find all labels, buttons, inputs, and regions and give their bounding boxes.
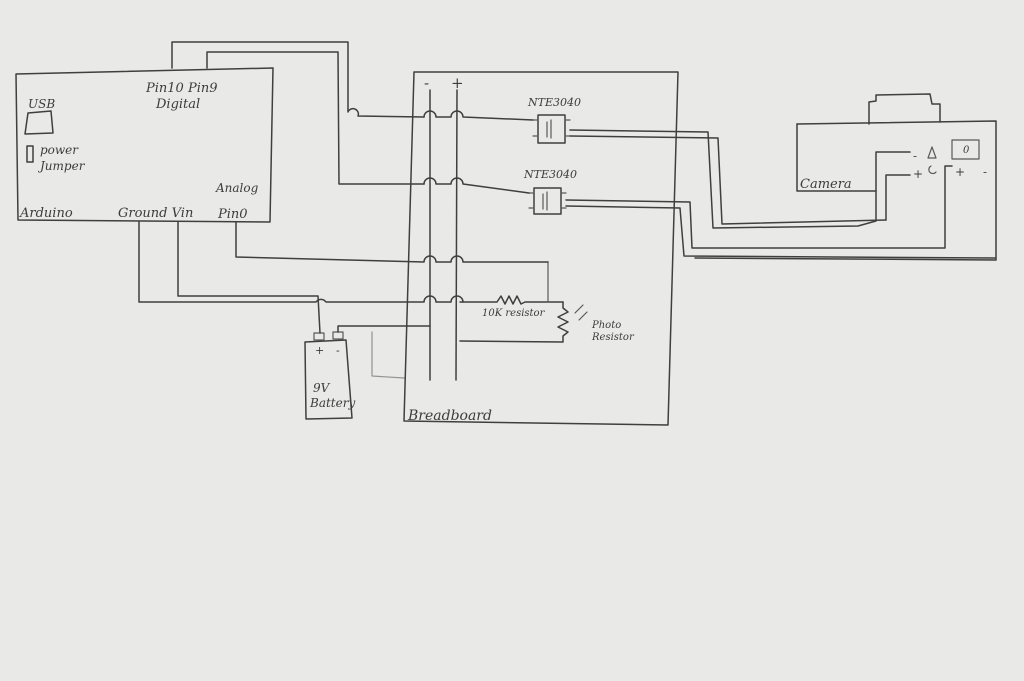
usb-port-icon xyxy=(24,110,54,135)
arduino-pins-label: Pin10 Pin9 xyxy=(145,81,218,96)
chip-2-label: NTE3040 xyxy=(523,168,577,181)
resistor-label: 10K resistor xyxy=(482,308,546,319)
optocoupler-chip-1 xyxy=(532,114,571,144)
photo-label: Photo xyxy=(591,320,621,331)
optocoupler-chip-2 xyxy=(528,187,567,215)
breadboard xyxy=(403,71,679,426)
arduino-board xyxy=(15,67,274,223)
camera xyxy=(694,93,997,261)
rail-minus-label: - xyxy=(424,74,429,92)
arduino-pin0-label: Pin0 xyxy=(217,207,248,222)
camera-minus2-label: - xyxy=(983,165,987,179)
camera-title: Camera xyxy=(800,177,852,192)
rail-plus-label: + xyxy=(451,74,464,92)
arduino-usb-label: USB xyxy=(28,97,55,111)
camera-circle-label: 0 xyxy=(963,145,970,156)
camera-minus-label: - xyxy=(913,149,917,163)
photoresistor-icon xyxy=(459,301,569,343)
arduino-power-label: power xyxy=(40,143,79,157)
battery-label: Battery xyxy=(309,396,355,410)
power-jumper-icon xyxy=(26,145,34,163)
camera-plus2-label: + xyxy=(955,165,965,179)
arduino-ground-vin-label: Ground Vin xyxy=(118,206,193,221)
battery-plus-label: + xyxy=(315,344,324,357)
arduino-jumper-label: Jumper xyxy=(37,159,86,173)
arduino-title: Arduino xyxy=(19,206,73,221)
photo-resistor-label: Resistor xyxy=(591,332,635,343)
arduino-analog-label: Analog xyxy=(215,181,259,195)
breadboard-title: Breadboard xyxy=(407,408,492,424)
chip-1-label: NTE3040 xyxy=(527,96,581,109)
resistor-icon xyxy=(459,295,564,305)
battery-minus-label: - xyxy=(336,344,340,357)
arduino-digital-label: Digital xyxy=(155,97,200,112)
camera-plus-label: + xyxy=(913,167,923,181)
battery-9v-label: 9V xyxy=(313,381,331,395)
wires xyxy=(138,41,996,379)
